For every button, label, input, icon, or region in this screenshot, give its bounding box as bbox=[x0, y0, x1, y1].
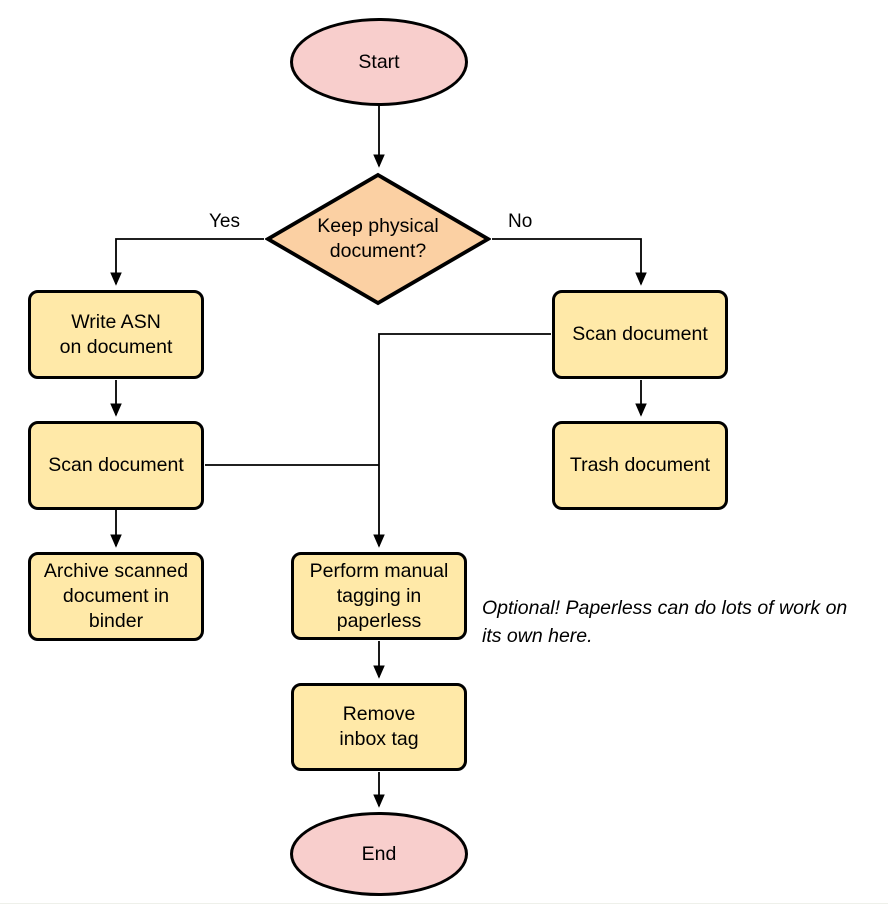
edge-decision-no-to-scan-right bbox=[492, 238, 647, 286]
node-manual-tagging-label: Perform manual tagging in paperless bbox=[309, 559, 449, 632]
node-scan-document-left: Scan document bbox=[28, 421, 204, 510]
edge-label-no: No bbox=[506, 211, 535, 232]
node-write-asn-label: Write ASN on document bbox=[59, 310, 173, 358]
node-trash-document-label: Trash document bbox=[569, 454, 711, 476]
edge-label-yes: Yes bbox=[207, 211, 242, 232]
node-scan-document-right-label: Scan document bbox=[572, 323, 708, 345]
edge-scan-right-to-tagging bbox=[373, 333, 551, 548]
node-remove-inbox-tag: Remove inbox tag bbox=[291, 683, 467, 771]
node-archive-binder-label: Archive scanned document in binder bbox=[43, 560, 189, 632]
node-decision: Keep physical document? bbox=[265, 172, 491, 306]
node-end-label: End bbox=[361, 842, 397, 865]
node-write-asn: Write ASN on document bbox=[28, 290, 204, 379]
node-trash-document: Trash document bbox=[552, 421, 728, 510]
node-manual-tagging: Perform manual tagging in paperless bbox=[291, 552, 467, 640]
node-end: End bbox=[290, 812, 468, 896]
node-start-label: Start bbox=[358, 50, 400, 73]
node-scan-document-left-label: Scan document bbox=[48, 454, 184, 476]
node-start: Start bbox=[290, 18, 468, 106]
node-decision-label: Keep physical document? bbox=[317, 215, 439, 262]
node-archive-binder: Archive scanned document in binder bbox=[28, 552, 204, 641]
decision-diamond-shape bbox=[265, 172, 491, 306]
node-remove-inbox-tag-label: Remove inbox tag bbox=[339, 703, 419, 750]
edge-decision-yes-to-write-asn bbox=[110, 238, 264, 286]
page-bottom-divider bbox=[0, 903, 888, 904]
node-scan-document-right: Scan document bbox=[552, 290, 728, 379]
annotation-optional-note: Optional! Paperless can do lots of work … bbox=[482, 597, 848, 647]
